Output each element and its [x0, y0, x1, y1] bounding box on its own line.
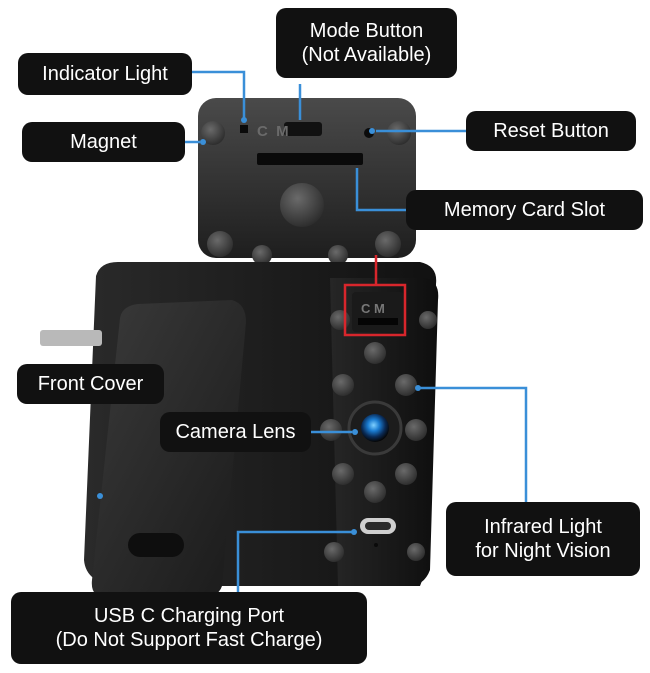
infrared-light-label: Infrared Light for Night Vision [446, 502, 640, 576]
ir-led [320, 419, 342, 441]
cover-cutout [128, 533, 184, 557]
magnet-label: Magnet [22, 122, 185, 162]
magnet-bottom-right [375, 231, 401, 257]
ir-led [332, 374, 354, 396]
leader-infrared [420, 386, 528, 516]
memory-card-slot-label: Memory Card Slot [406, 190, 643, 230]
side-magnet-c [324, 542, 344, 562]
ir-led [332, 463, 354, 485]
side-panel-markings: C M [361, 301, 385, 316]
magnet-bottom-mid-right [328, 245, 348, 265]
front-cover-label: Front Cover [17, 364, 164, 404]
leader-usb [236, 530, 352, 592]
usb-port-label: USB C Charging Port (Do Not Support Fast… [11, 592, 367, 664]
leader-memory-card [355, 168, 406, 212]
camera-lens-label: Camera Lens [160, 412, 311, 452]
magnet-top-left [201, 121, 225, 145]
magnet-bottom-mid-left [252, 245, 272, 265]
camera-lens [361, 414, 389, 442]
memory-card-slot [257, 153, 363, 165]
ir-led [405, 419, 427, 441]
mode-button-label: Mode Button (Not Available) [276, 8, 457, 78]
ir-led [364, 481, 386, 503]
top-panel-markings: C M [257, 123, 289, 140]
magnet-top-right [387, 121, 411, 145]
leader-lines [185, 70, 528, 592]
mode-button [284, 122, 322, 136]
indicator-light [240, 125, 248, 133]
ir-led [395, 463, 417, 485]
magnet-bottom-left [207, 231, 233, 257]
leader-indicator-light [192, 70, 246, 118]
reset-button-label: Reset Button [466, 111, 636, 151]
top-screw [280, 183, 324, 227]
side-magnet-d [407, 543, 425, 561]
ir-led [395, 374, 417, 396]
ir-led [364, 342, 386, 364]
side-magnet-a [330, 310, 350, 330]
plug-prong-top [40, 330, 102, 346]
side-magnet-b [419, 311, 437, 329]
side-card-slot [358, 318, 398, 325]
top-panel [198, 98, 416, 265]
indicator-light-label: Indicator Light [18, 53, 192, 95]
